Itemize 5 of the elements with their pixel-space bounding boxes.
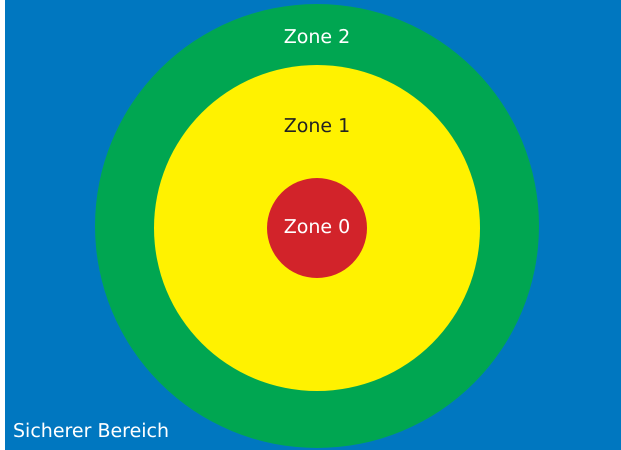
zone-label: Zone 0 — [284, 216, 350, 239]
safe-area-background — [5, 0, 621, 450]
zone-label: Zone 2 — [284, 26, 350, 49]
zone-label: Zone 1 — [284, 115, 350, 138]
zone-label: Sicherer Bereich — [13, 420, 170, 443]
